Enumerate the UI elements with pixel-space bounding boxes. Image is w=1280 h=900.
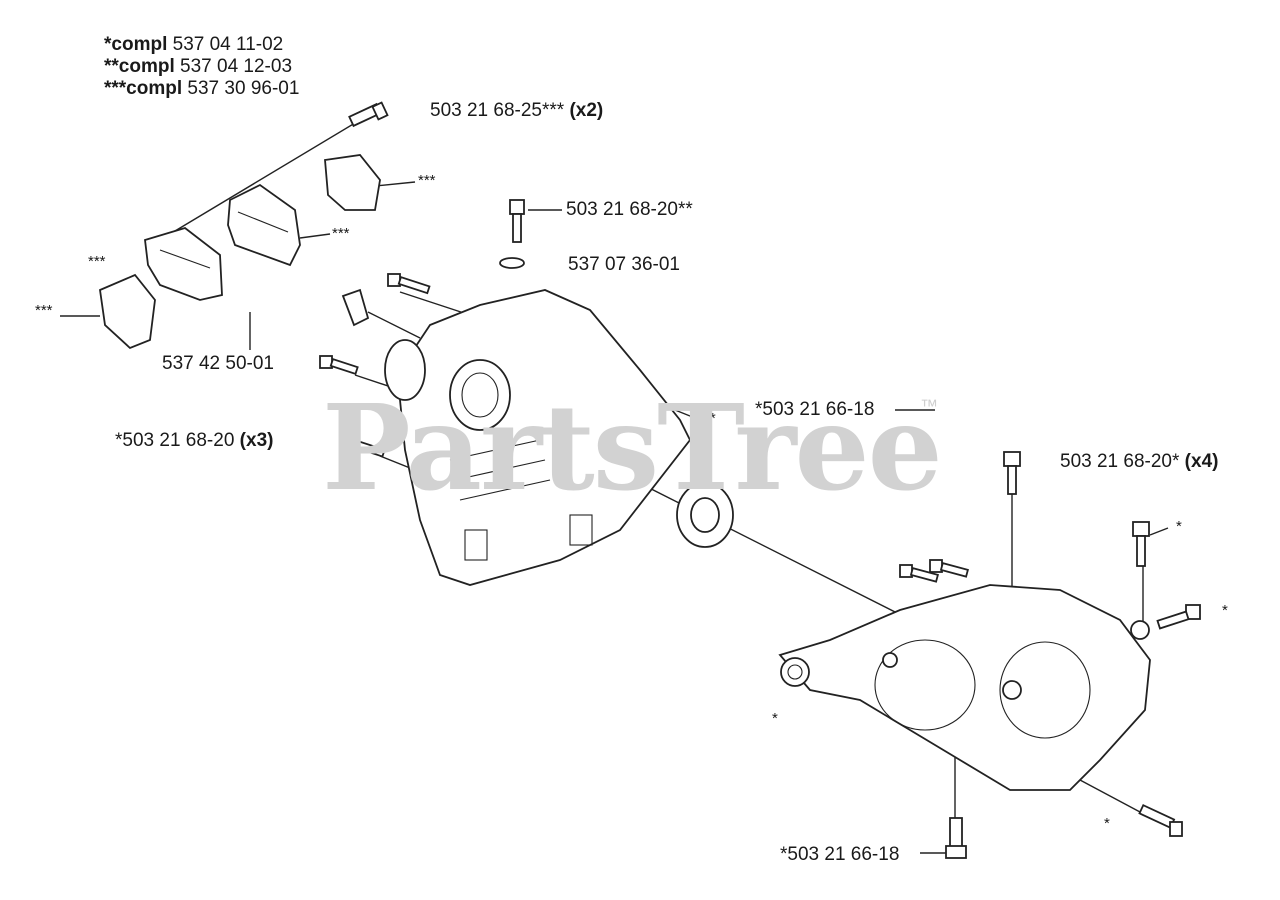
clamp-half-left xyxy=(99,273,156,350)
marker-single: * xyxy=(1176,518,1182,535)
marker-double: ** xyxy=(704,410,716,427)
watermark-tm: ™ xyxy=(920,396,938,416)
marker-triple: *** xyxy=(35,302,53,319)
part-label[interactable]: *503 21 66-18 xyxy=(755,399,875,420)
screw-right-vertical xyxy=(1003,451,1021,495)
screw-bottom xyxy=(945,817,967,859)
screw-top-left xyxy=(348,101,389,128)
part-label[interactable]: 537 07 36-01 xyxy=(568,254,680,275)
crankcase-half-right xyxy=(778,584,1151,791)
part-label[interactable]: *503 21 66-18 xyxy=(780,844,900,865)
marker-triple: *** xyxy=(332,225,350,242)
screw-bottom-right xyxy=(1138,803,1183,837)
screw-left-3 xyxy=(344,437,386,458)
clamp-bracket xyxy=(144,227,223,301)
watermark: PartsTree xyxy=(322,378,943,517)
part-label[interactable]: 503 21 68-25*** (x2) xyxy=(430,100,604,121)
washer xyxy=(499,257,525,269)
legend-item: **compl 537 04 12-03 xyxy=(104,56,293,77)
crankcase-half-left xyxy=(384,289,692,586)
legend-item: *compl 537 04 11-02 xyxy=(104,34,284,55)
part-label[interactable]: 537 42 50-01 xyxy=(162,353,274,374)
screw-left-1 xyxy=(387,273,431,295)
marker-single: * xyxy=(1104,815,1110,832)
screw-left-2 xyxy=(319,355,359,375)
screw-right-c xyxy=(899,559,969,583)
bearing xyxy=(676,482,734,548)
legend-item: ***compl 537 30 96-01 xyxy=(104,78,300,99)
part-label[interactable]: 503 21 68-20* (x4) xyxy=(1060,451,1219,472)
screw-vertical-center xyxy=(509,199,525,243)
marker-triple: *** xyxy=(418,172,436,189)
marker-double: ** xyxy=(752,480,764,497)
part-label[interactable]: *503 21 68-20 (x3) xyxy=(115,430,274,451)
part-label[interactable]: 503 21 68-20** xyxy=(566,199,693,220)
marker-single: * xyxy=(1222,602,1228,619)
legend: *compl 537 04 11-02 **compl 537 04 12-03… xyxy=(104,34,299,100)
clamp-center xyxy=(227,183,301,267)
screw-right-a xyxy=(1132,521,1150,567)
screw-right-b xyxy=(1156,604,1201,630)
clamp-half-top xyxy=(324,154,381,211)
small-clip xyxy=(341,288,370,327)
marker-triple: *** xyxy=(88,253,106,270)
marker-single: * xyxy=(772,710,778,727)
